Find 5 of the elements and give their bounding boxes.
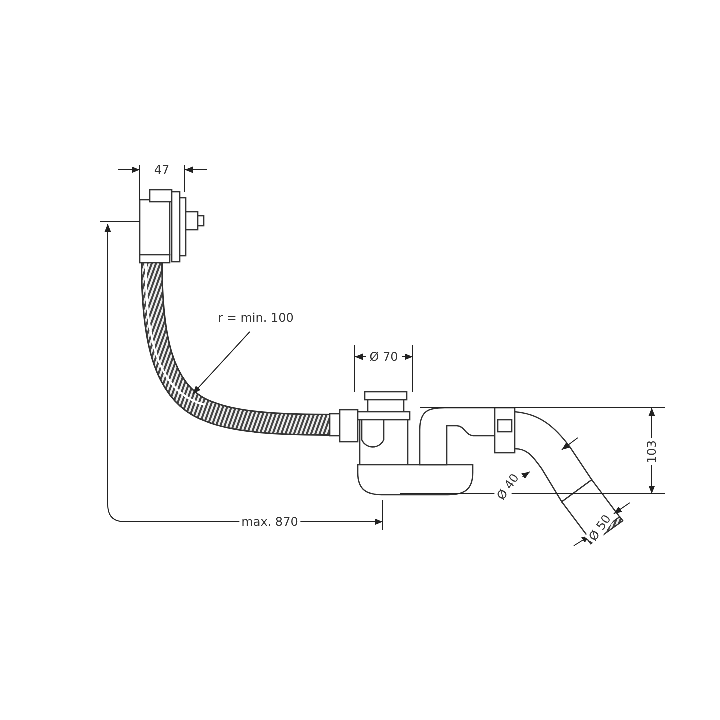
dimension-label: max. 870	[240, 515, 300, 529]
dimension-label: 47	[152, 163, 172, 177]
dimension-label: Ø 70	[368, 350, 400, 364]
dimension-label: 103	[645, 438, 659, 466]
dimension-label: r = min. 100	[216, 311, 296, 325]
